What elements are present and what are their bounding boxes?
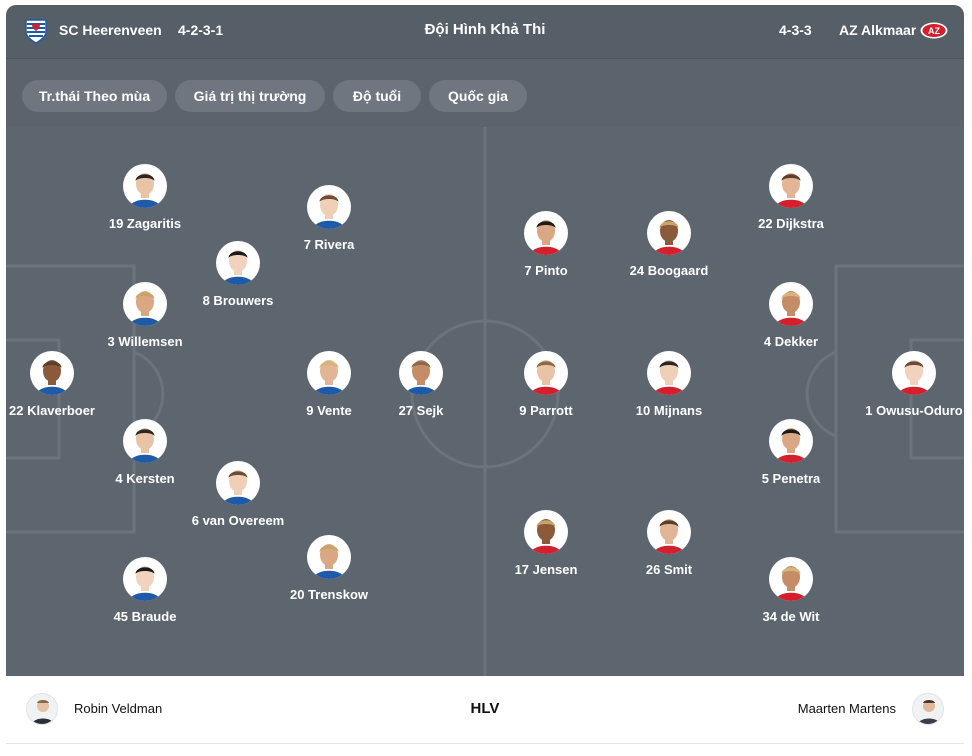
away-player[interactable]: 9 Parrott — [486, 351, 606, 419]
player-name[interactable]: 9 Vente — [306, 403, 352, 418]
away-player[interactable]: 4 Dekker — [731, 282, 851, 350]
player-name[interactable]: 4 Kersten — [115, 471, 175, 486]
home-player[interactable]: 20 Trenskow — [269, 535, 389, 603]
player-avatar[interactable] — [647, 510, 691, 554]
filter-market-value[interactable]: Giá trị thị trường — [175, 80, 325, 112]
home-coach-name[interactable]: Robin Veldman — [74, 701, 163, 716]
player-avatar[interactable] — [123, 164, 167, 208]
player-name[interactable]: 19 Zagaritis — [108, 216, 182, 231]
home-team-name[interactable]: SC Heerenveen — [59, 22, 162, 38]
away-player[interactable]: 5 Penetra — [731, 419, 851, 487]
player-name[interactable]: 4 Dekker — [763, 334, 819, 349]
player-name[interactable]: 20 Trenskow — [289, 587, 369, 602]
player-avatar[interactable] — [307, 185, 351, 229]
player-avatar[interactable] — [123, 557, 167, 601]
player-avatar[interactable] — [647, 211, 691, 255]
player-avatar[interactable] — [769, 419, 813, 463]
player-avatar[interactable] — [123, 282, 167, 326]
home-player[interactable]: 3 Willemsen — [85, 282, 205, 350]
away-player[interactable]: 10 Mijnans — [609, 351, 729, 419]
home-player[interactable]: 22 Klaverboer — [6, 351, 112, 419]
home-formation: 4-2-3-1 — [178, 22, 224, 38]
player-name[interactable]: 27 Sejk — [398, 403, 444, 418]
filter-season-status[interactable]: Tr.thái Theo mùa — [22, 80, 167, 112]
home-player[interactable]: 4 Kersten — [85, 419, 205, 487]
home-coach-avatar[interactable] — [26, 693, 58, 725]
home-player[interactable]: 45 Braude — [85, 557, 205, 625]
away-coach-name[interactable]: Maarten Martens — [797, 701, 896, 716]
away-player[interactable]: 1 Owusu-Oduro — [854, 351, 964, 419]
away-player[interactable]: 34 de Wit — [731, 557, 851, 625]
away-formation: 4-3-3 — [779, 22, 812, 38]
player-avatar[interactable] — [399, 351, 443, 395]
home-player[interactable]: 6 van Overeem — [178, 461, 298, 529]
player-avatar[interactable] — [524, 351, 568, 395]
player-name[interactable]: 45 Braude — [113, 609, 177, 624]
player-name[interactable]: 22 Klaverboer — [9, 403, 95, 418]
filter-nationality[interactable]: Quốc gia — [429, 80, 527, 112]
lineup-header: SC Heerenveen 4-2-3-1 Đội Hình Khả Thi 4… — [6, 5, 964, 58]
player-name[interactable]: 1 Owusu-Oduro — [865, 403, 963, 418]
player-avatar[interactable] — [647, 351, 691, 395]
player-avatar[interactable] — [769, 282, 813, 326]
player-avatar[interactable] — [524, 510, 568, 554]
away-team-name[interactable]: AZ Alkmaar — [839, 22, 917, 38]
home-player[interactable]: 27 Sejk — [361, 351, 481, 419]
svg-text:AZ: AZ — [928, 26, 940, 36]
player-name[interactable]: 5 Penetra — [761, 471, 821, 486]
away-player[interactable]: 7 Pinto — [486, 211, 606, 279]
player-avatar[interactable] — [30, 351, 74, 395]
player-name[interactable]: 22 Dijkstra — [758, 216, 824, 231]
home-player[interactable]: 8 Brouwers — [178, 241, 298, 309]
away-player[interactable]: 26 Smit — [609, 510, 729, 578]
filter-age[interactable]: Độ tuổi — [333, 80, 421, 112]
player-name[interactable]: 3 Willemsen — [107, 334, 183, 349]
player-name[interactable]: 7 Rivera — [303, 237, 355, 252]
player-name[interactable]: 24 Boogaard — [629, 263, 709, 278]
away-player[interactable]: 17 Jensen — [486, 510, 606, 578]
away-player[interactable]: 24 Boogaard — [609, 211, 729, 279]
home-player[interactable]: 9 Vente — [269, 351, 389, 419]
filter-bar: Tr.thái Theo mùa Giá trị thị trường Độ t… — [6, 58, 964, 127]
player-avatar[interactable] — [307, 351, 351, 395]
player-name[interactable]: 26 Smit — [645, 562, 693, 577]
player-avatar[interactable] — [524, 211, 568, 255]
player-name[interactable]: 10 Mijnans — [635, 403, 703, 418]
player-name[interactable]: 8 Brouwers — [202, 293, 274, 308]
coach-label: HLV — [470, 700, 500, 717]
player-name[interactable]: 9 Parrott — [519, 403, 573, 418]
away-player[interactable]: 22 Dijkstra — [731, 164, 851, 232]
heerenveen-crest-icon[interactable] — [24, 18, 48, 44]
player-name[interactable]: 6 van Overeem — [191, 513, 285, 528]
player-avatar[interactable] — [216, 461, 260, 505]
player-name[interactable]: 7 Pinto — [524, 263, 568, 278]
away-coach-avatar[interactable] — [912, 693, 944, 725]
player-avatar[interactable] — [307, 535, 351, 579]
player-avatar[interactable] — [892, 351, 936, 395]
home-player[interactable]: 19 Zagaritis — [85, 164, 205, 232]
az-crest-icon[interactable]: AZ — [920, 22, 948, 39]
player-avatar[interactable] — [123, 419, 167, 463]
player-avatar[interactable] — [216, 241, 260, 285]
player-name[interactable]: 17 Jensen — [514, 562, 578, 577]
player-avatar[interactable] — [769, 557, 813, 601]
home-player[interactable]: 7 Rivera — [269, 185, 389, 253]
coach-bar: Robin Veldman HLV Maarten Martens — [6, 676, 964, 744]
football-pitch: 19 Zagaritis 7 Rivera 8 Brouwers 3 Willemse… — [6, 127, 964, 676]
player-name[interactable]: 34 de Wit — [762, 609, 820, 624]
player-avatar[interactable] — [769, 164, 813, 208]
lineup-card: SC Heerenveen 4-2-3-1 Đội Hình Khả Thi 4… — [6, 5, 964, 756]
lineup-title: Đội Hình Khả Thi — [424, 21, 546, 38]
